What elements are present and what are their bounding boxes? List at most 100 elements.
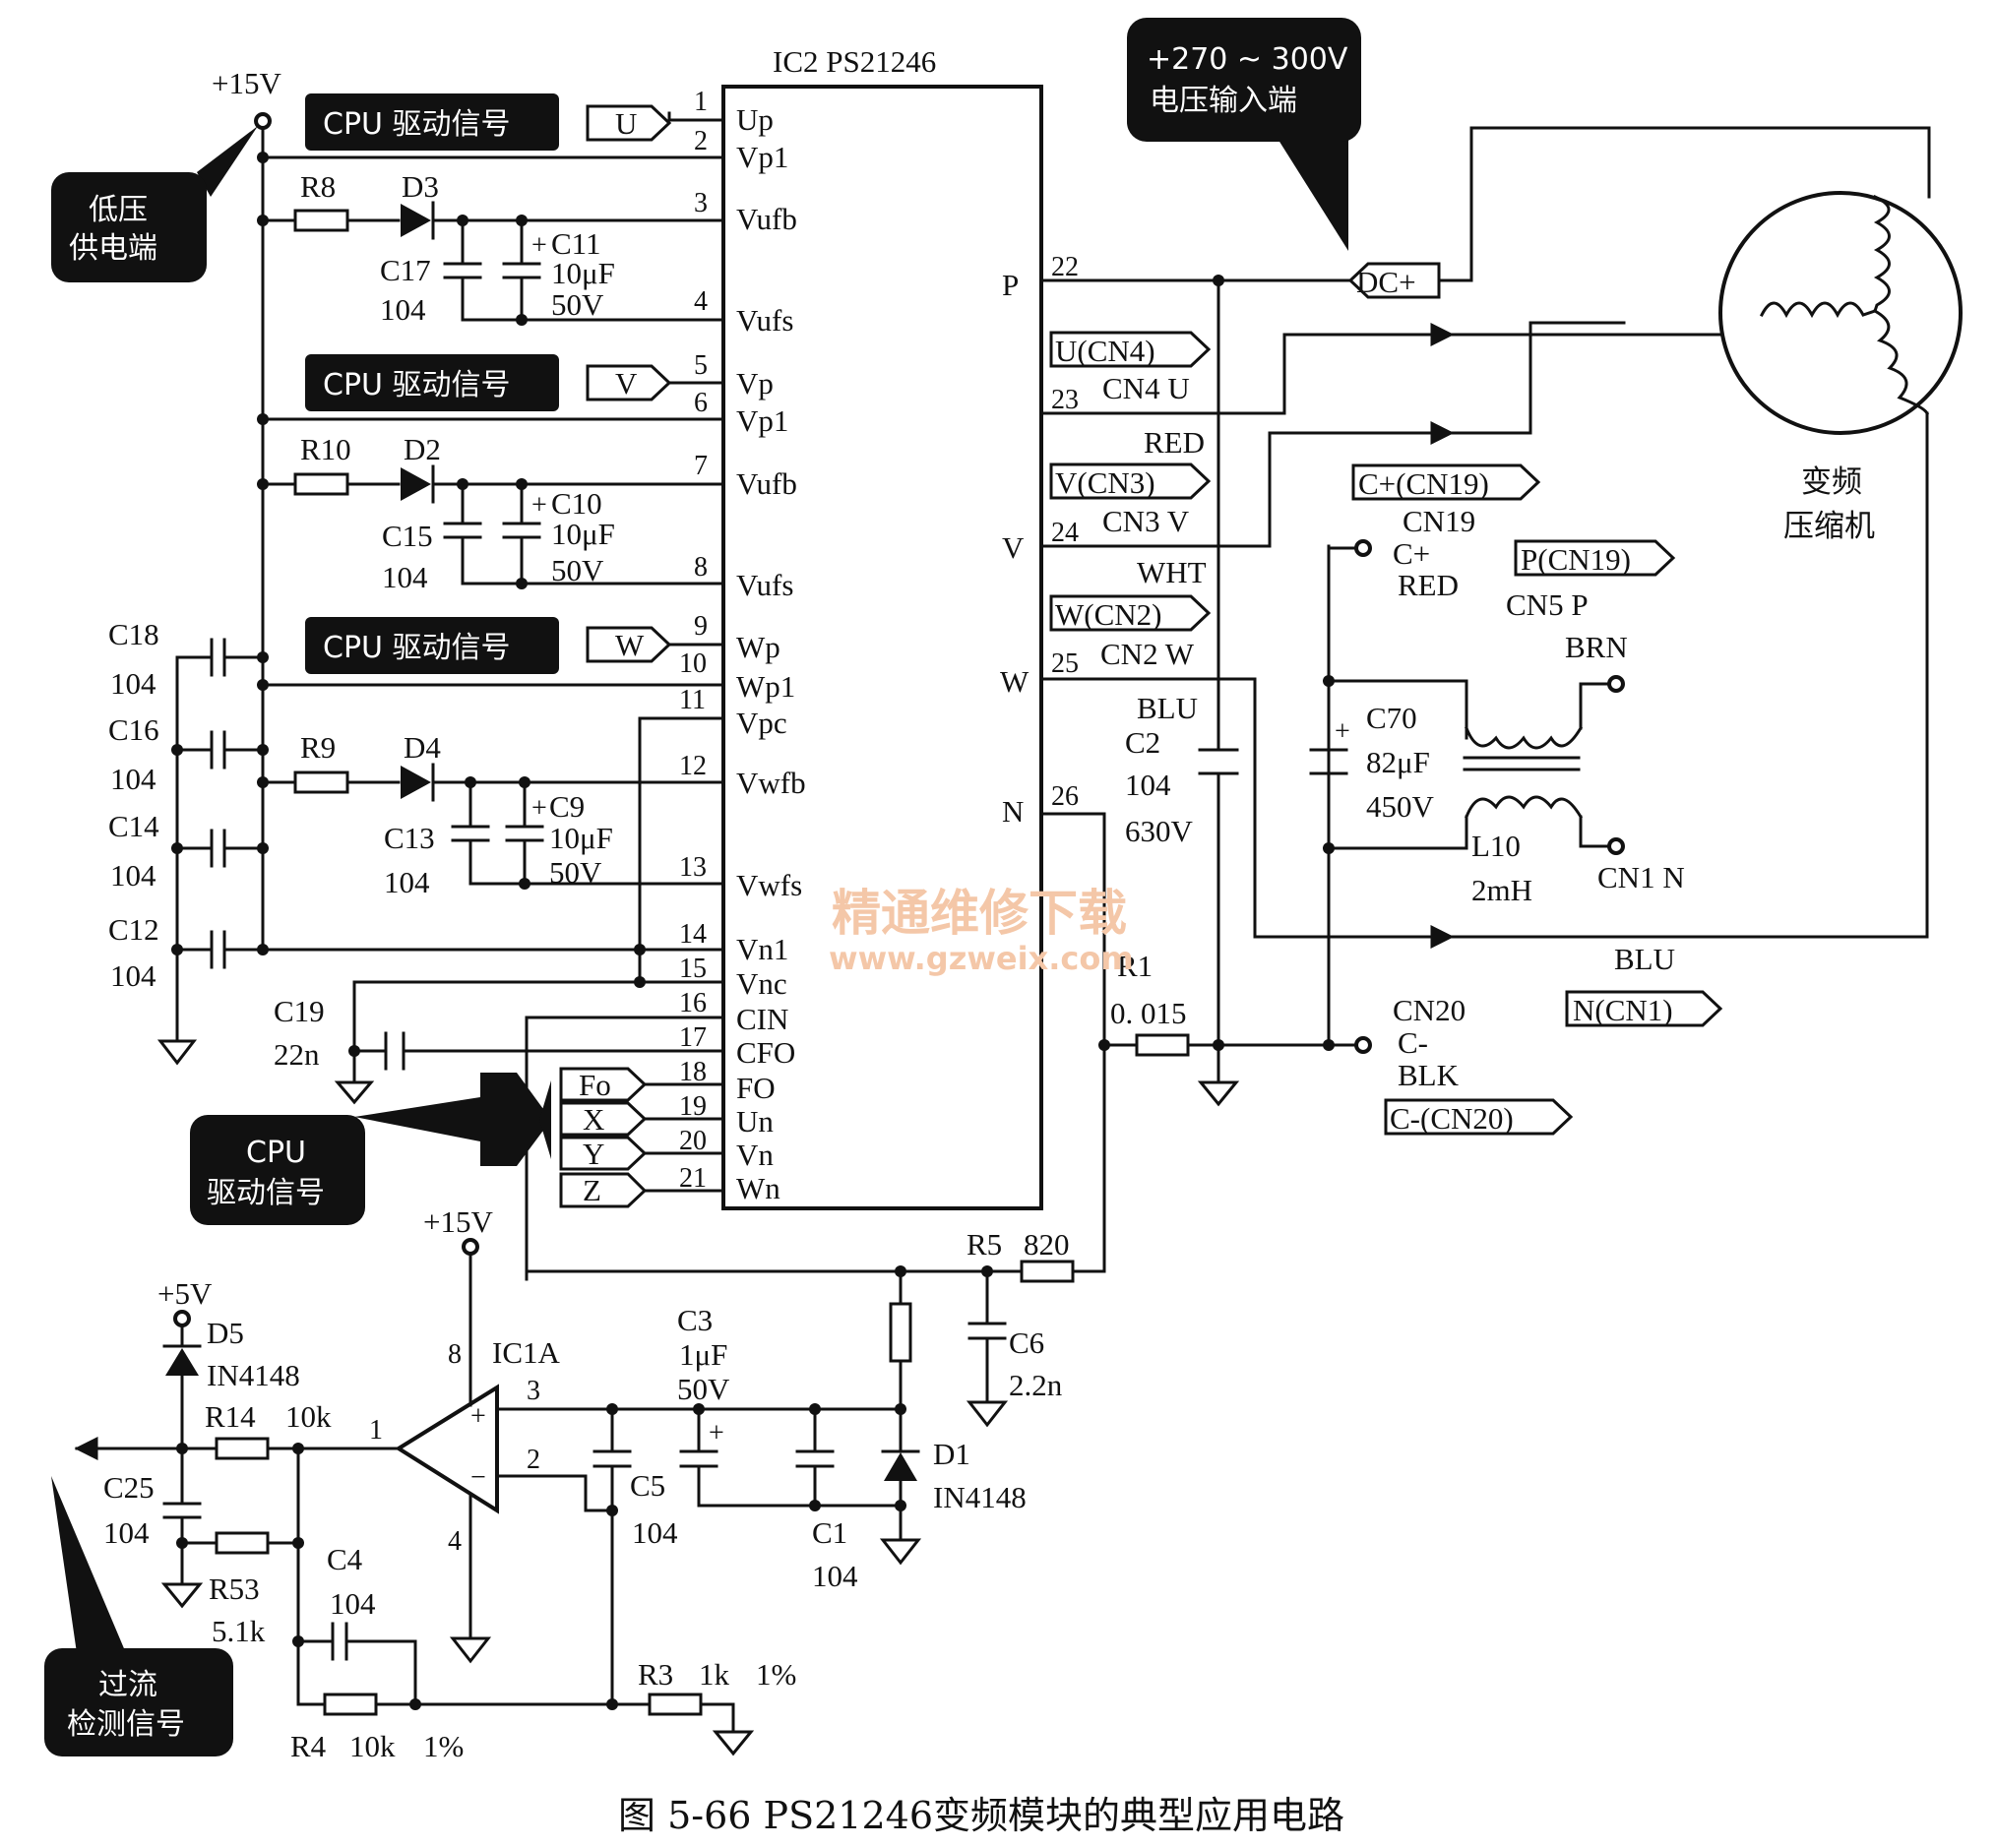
u-cn4-tag: U(CN4) <box>1055 334 1155 368</box>
c3-value: 1μF <box>679 1337 727 1372</box>
ic1a-label: IC1A <box>492 1335 561 1370</box>
callout-cpu-drive-text: CPU 驱动信号 <box>323 368 511 402</box>
c1-label: C1 <box>812 1515 847 1550</box>
pin-number: 21 <box>679 1163 707 1194</box>
c4-label: C4 <box>327 1542 363 1576</box>
c9-voltage: 50V <box>549 855 602 890</box>
figure-caption: 图 5-66 PS21246变频模块的典型应用电路 <box>618 1794 1344 1837</box>
r3-tolerance: 1% <box>756 1657 796 1692</box>
callout-cpu-drive-lower: CPU 驱动信号 <box>190 1073 551 1225</box>
n-cn1-tag: N(CN1) <box>1573 993 1673 1027</box>
d1-value: IN4148 <box>933 1480 1027 1514</box>
pin-name: V <box>1002 530 1025 565</box>
pin-number: 5 <box>694 350 708 381</box>
callout-overcurrent-line1: 过流 <box>98 1668 157 1702</box>
signal-u: U <box>615 106 637 141</box>
pin-number: 12 <box>679 751 707 781</box>
ic2-right-pins: P 22 23 V 24 W 25 N 26 <box>1000 252 1079 829</box>
pin-name: Vufb <box>736 466 797 501</box>
c4-value: 104 <box>330 1586 376 1621</box>
pin-name: N <box>1002 794 1024 829</box>
right-labels: U(CN4) CN4 U RED V(CN3) CN3 V WHT W(CN2)… <box>1049 331 1723 1136</box>
pin-name: Vn <box>736 1138 774 1172</box>
pin-name: Vufb <box>736 202 797 236</box>
callout-hv-line1: +270 ~ 300V <box>1147 42 1348 77</box>
c10-voltage: 50V <box>551 553 604 587</box>
supply-15v-label: +15V <box>212 66 281 100</box>
compressor-label-line2: 压缩机 <box>1783 509 1875 544</box>
overcurrent-detection-circuit: + − +15V 8 IC1A 4 3 2 + <box>74 1204 1009 1756</box>
signal-fo: Fo <box>579 1068 611 1102</box>
c15-label: C15 <box>382 519 433 553</box>
overcurrent-labels: R14 10k C25 104 R53 5.1k C4 104 R4 10k 1… <box>103 1227 1070 1763</box>
callout-cpu-line1: CPU <box>246 1136 306 1170</box>
r53-label: R53 <box>209 1571 260 1606</box>
c10-label: C10 <box>551 486 602 521</box>
c3-plus: + <box>709 1418 724 1448</box>
supply-5v-label: +5V <box>157 1276 213 1311</box>
cn20-cminus-label: C- <box>1398 1025 1428 1060</box>
r1-value: 0. 015 <box>1110 996 1187 1030</box>
r14-label: R14 <box>205 1399 256 1434</box>
pin-number: 14 <box>679 919 707 950</box>
pin-name: Vufs <box>736 303 793 338</box>
c9-plus: + <box>531 793 547 824</box>
c11-voltage: 50V <box>551 287 604 322</box>
compressor-motor: 变频 压缩机 <box>1718 191 1963 544</box>
pin-number: 26 <box>1051 781 1079 812</box>
pin-number: 20 <box>679 1126 707 1156</box>
c6-value: 2.2n <box>1009 1368 1063 1402</box>
callout-cpu-drive-text: CPU 驱动信号 <box>323 631 511 665</box>
pin-name: Wn <box>736 1171 780 1205</box>
c12-value: 104 <box>110 958 156 993</box>
c-minus-cn20-tag: C-(CN20) <box>1390 1101 1514 1136</box>
pin-name: Un <box>736 1104 774 1139</box>
opamp-minus: − <box>470 1462 486 1493</box>
c11-label: C11 <box>551 226 601 261</box>
c17-label: C17 <box>380 253 431 287</box>
pin-name: Wp <box>736 630 780 664</box>
c3-label: C3 <box>677 1303 713 1337</box>
r4-label: R4 <box>290 1729 327 1763</box>
bootstrap-components <box>293 201 544 1105</box>
ic2-module: IC2 PS21246 <box>721 44 1043 1210</box>
r5-label: R5 <box>967 1227 1002 1262</box>
c1-value: 104 <box>812 1559 858 1593</box>
callout-cpu-drive-1: CPU 驱动信号 <box>305 93 559 151</box>
watermark: 精通维修下载 www.gzweix.com <box>829 885 1134 977</box>
l10-value: 2mH <box>1471 873 1532 907</box>
pin-name: Vpc <box>736 706 787 740</box>
callout-cpu-line2: 驱动信号 <box>207 1176 325 1210</box>
opamp-pin4: 4 <box>448 1526 462 1557</box>
pin-number: 4 <box>694 286 708 317</box>
pin-number: 3 <box>694 188 708 218</box>
callout-cpu-drive-2: CPU 驱动信号 <box>305 354 559 411</box>
left-supply-wiring: +15V <box>212 66 725 1281</box>
red-label-1: RED <box>1144 425 1205 460</box>
r9-label: R9 <box>300 730 336 765</box>
opamp-pin1: 1 <box>369 1415 383 1446</box>
callout-cpu-drive-text: CPU 驱动信号 <box>323 107 511 142</box>
c2-label: C2 <box>1125 725 1160 760</box>
pin-name: Vwfb <box>736 766 806 800</box>
d5-value: IN4148 <box>207 1358 300 1392</box>
d3-label: D3 <box>402 169 439 204</box>
pin-number: 19 <box>679 1091 707 1122</box>
c10-plus: + <box>531 490 547 521</box>
c2-voltage: 630V <box>1125 814 1194 848</box>
pin-name: Vp1 <box>736 140 788 174</box>
cn19-label: CN19 <box>1403 504 1475 538</box>
pin-number: 22 <box>1051 252 1079 282</box>
c-plus-cn19-tag: C+(CN19) <box>1358 466 1489 501</box>
v-cn3-tag: V(CN3) <box>1055 465 1155 500</box>
d1-label: D1 <box>933 1437 970 1471</box>
c16-value: 104 <box>110 762 156 796</box>
pin-name: CIN <box>736 1002 788 1036</box>
callout-hv-line2: 电压输入端 <box>1150 84 1297 118</box>
pin-name: FO <box>736 1071 776 1105</box>
pin-number: 25 <box>1051 648 1079 679</box>
signal-x: X <box>583 1102 604 1137</box>
bypass-capacitor-column <box>156 638 269 1066</box>
r10-label: R10 <box>300 432 351 466</box>
